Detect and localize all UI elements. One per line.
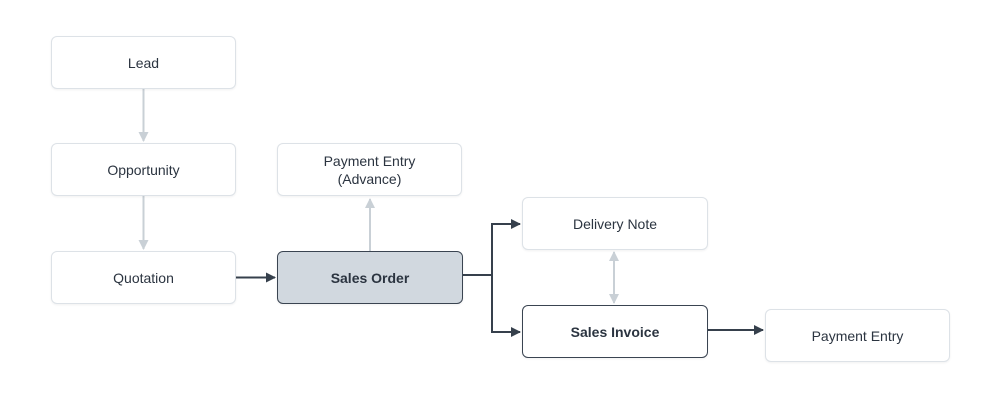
node-quotation[interactable]: Quotation — [51, 251, 236, 304]
node-opportunity[interactable]: Opportunity — [51, 143, 236, 196]
node-payment-entry-advance[interactable]: Payment Entry (Advance) — [277, 143, 462, 196]
node-lead[interactable]: Lead — [51, 36, 236, 89]
edge-sales-order-to-delivery-note — [463, 219, 521, 276]
node-delivery-note[interactable]: Delivery Note — [522, 197, 708, 250]
edge-sales-order-to-sales-invoice — [491, 275, 521, 337]
node-sales-order[interactable]: Sales Order — [277, 251, 463, 304]
node-sales-invoice[interactable]: Sales Invoice — [522, 305, 708, 358]
node-payment-entry[interactable]: Payment Entry — [765, 309, 950, 362]
